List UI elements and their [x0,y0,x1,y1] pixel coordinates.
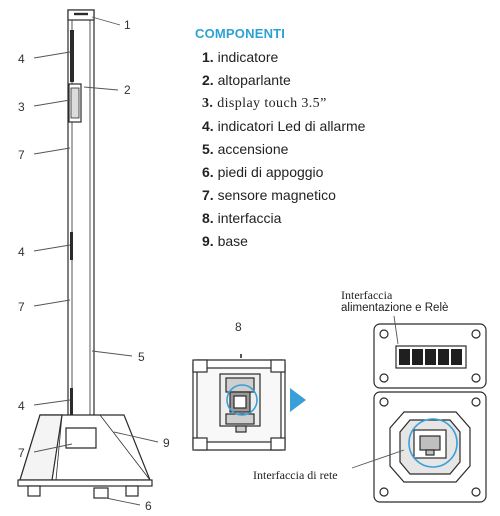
network-interface-label: Interfaccia di rete [253,468,338,482]
component-item: 8. interfaccia [202,210,282,226]
components-list: 1. indicatore 2. altoparlante 3. display… [202,46,365,253]
power-relay-label-line1: Interfaccia [341,288,393,302]
callout-3: 3 [18,100,25,114]
callout-6: 6 [145,499,152,513]
blue-arrow-icon [290,388,306,412]
network-port [389,411,471,483]
callout-1: 1 [124,18,131,32]
component-item: 1. indicatore [202,49,279,65]
callout-2: 2 [124,83,131,97]
component-item: 6. piedi di appoggio [202,164,324,180]
callout-4-bottom: 4 [18,399,25,413]
callout-9: 9 [163,436,170,450]
callout-4-middle: 4 [18,245,25,259]
callout-4-top: 4 [18,52,25,66]
power-relay-label-line2: alimentazione e Relè [341,302,449,314]
speaker-slot [70,30,74,82]
led-strip-middle [70,232,73,260]
terminal-block [395,345,467,369]
interface-module [192,354,286,451]
component-item: 3. display touch 3.5” [202,96,327,111]
component-item: 9. base [202,233,248,249]
touch-display [68,83,82,123]
component-item: 5. accensione [202,141,289,157]
callout-5: 5 [138,350,145,364]
network-port-highlight-circle [408,418,458,468]
component-item: 7. sensore magnetico [202,187,336,203]
callout-7-top: 7 [18,148,25,162]
support-feet [27,485,139,499]
callout-7-middle: 7 [18,300,25,314]
components-heading: COMPONENTI [195,26,286,41]
callout-7-bottom: 7 [18,446,25,460]
totem-base [17,414,153,487]
detail-leader-lines [351,315,405,469]
callout-8: 8 [235,320,242,334]
component-item: 2. altoparlante [202,72,291,88]
component-item: 4. indicatori Led di allarme [202,118,366,134]
connector-highlight-circle [226,384,258,416]
led-strip-bottom [70,388,73,418]
leader-lines [33,16,159,506]
